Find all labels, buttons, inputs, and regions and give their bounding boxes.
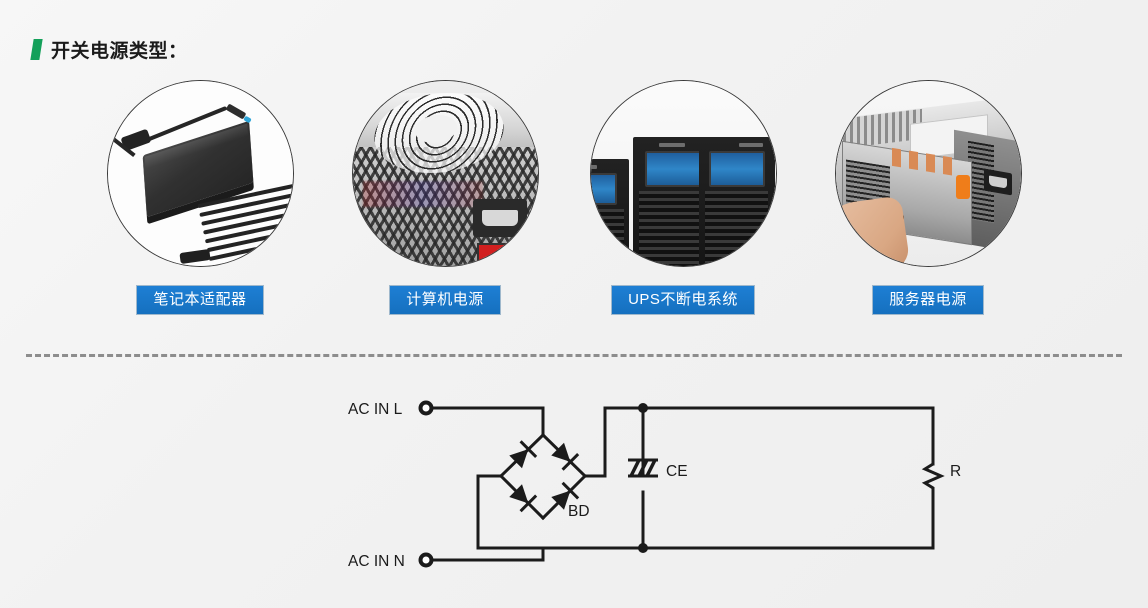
laptop-adapter-photo xyxy=(106,80,294,267)
component-capacitor-ce xyxy=(628,458,658,478)
junction-dot-dc-negative xyxy=(638,543,648,553)
product-gallery: 笔记本适配器 计算机电源 xyxy=(0,80,1148,330)
section-header: 开关电源类型： xyxy=(30,36,188,63)
product-caption-laptop-adapter[interactable]: 笔记本适配器 xyxy=(136,285,264,315)
label-r: R xyxy=(950,463,961,480)
psu-power-switch xyxy=(476,243,525,265)
ups-unit-small xyxy=(590,159,629,266)
section-divider xyxy=(26,354,1122,357)
header-accent-marker xyxy=(30,39,43,60)
psu-iec-inlet xyxy=(472,199,527,237)
product-card-ups[interactable]: UPS不断电系统 xyxy=(558,80,808,330)
product-caption-computer-psu[interactable]: 计算机电源 xyxy=(389,285,501,315)
label-ce: CE xyxy=(666,463,688,480)
server-psu-orange-latch xyxy=(955,175,970,199)
label-ac-in-l: AC IN L xyxy=(348,401,403,418)
product-card-server-psu[interactable]: 服务器电源 xyxy=(803,80,1053,330)
ups-unit-right xyxy=(698,137,775,266)
terminal-ac-in-l xyxy=(418,400,434,416)
page-title: 开关电源类型： xyxy=(51,41,188,62)
rectifier-circuit-diagram: AC IN L AC IN N BD CE R xyxy=(0,372,1148,592)
label-bd: BD xyxy=(568,503,590,520)
label-ac-in-n: AC IN N xyxy=(348,553,405,570)
technician-hand xyxy=(835,195,911,266)
component-resistor-r xyxy=(921,462,945,492)
product-card-laptop-adapter[interactable]: 笔记本适配器 xyxy=(75,80,325,330)
psu-internal-glow xyxy=(362,181,483,207)
terminal-ac-in-n xyxy=(418,552,434,568)
ups-photo xyxy=(589,80,777,267)
server-psu-photo xyxy=(834,80,1022,267)
computer-psu-photo xyxy=(351,80,539,267)
product-caption-ups[interactable]: UPS不断电系统 xyxy=(611,285,755,315)
product-card-computer-psu[interactable]: 计算机电源 xyxy=(320,80,570,330)
product-caption-server-psu[interactable]: 服务器电源 xyxy=(872,285,984,315)
ups-unit-center xyxy=(632,137,711,266)
junction-dot-dc-positive xyxy=(638,403,648,413)
